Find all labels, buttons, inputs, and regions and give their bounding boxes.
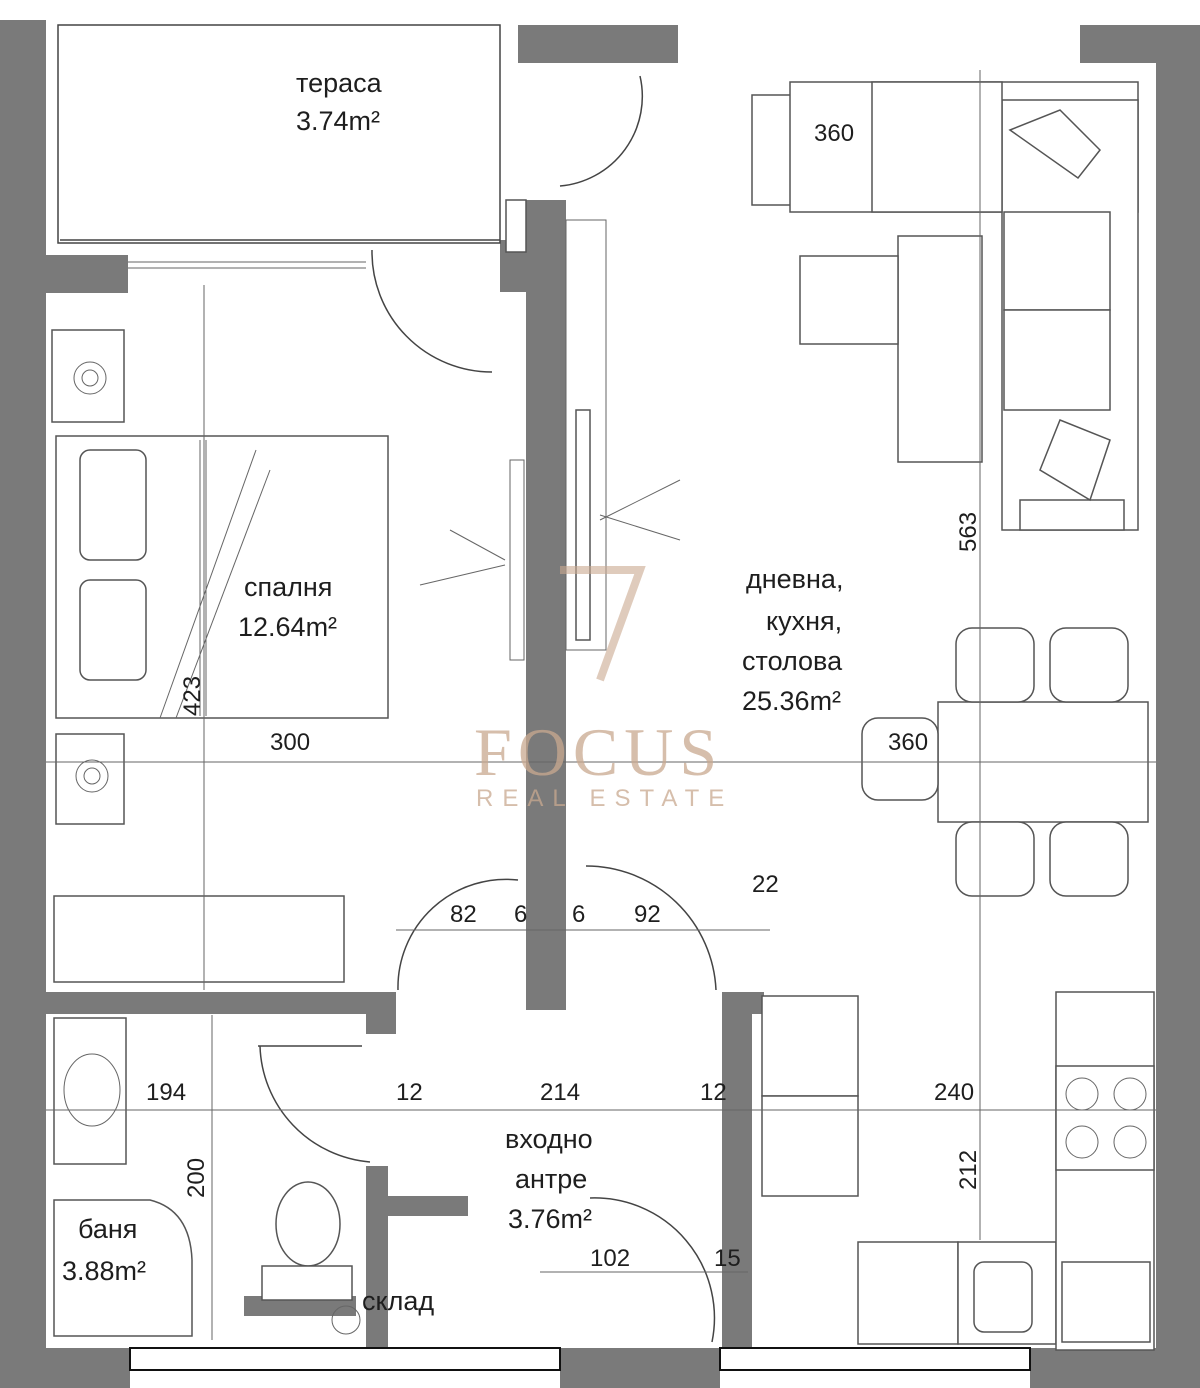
living-area: 25.36m²: [742, 686, 841, 716]
dimension-lines: [46, 70, 1156, 1340]
living-name-line1: дневна,: [746, 564, 843, 594]
dim-hall-wall-right: 12: [700, 1079, 727, 1106]
dim-bath-width: 194: [146, 1079, 186, 1106]
bedroom-name: спалня: [244, 572, 332, 602]
terrace-area: 3.74m²: [296, 106, 380, 136]
living-name-line2: кухня,: [766, 606, 842, 636]
dim-living-height: 563: [955, 512, 982, 552]
terrace: [57, 24, 527, 269]
dim-wall-right: 6: [572, 901, 585, 928]
entrance-area: 3.76m²: [508, 1204, 592, 1234]
dim-entry-door: 102: [590, 1245, 630, 1272]
dim-hall-wall-left: 12: [396, 1079, 423, 1106]
doors: [258, 75, 717, 1343]
watermark: FOCUS REAL ESTATE: [474, 566, 733, 812]
wardrobe-living: [565, 219, 607, 651]
dim-table-width: 360: [888, 729, 928, 756]
dimension-labels: 360 563 360 300 423 82 6 6 92 22 194 12 …: [146, 120, 982, 1272]
dim-bath-height: 200: [183, 1158, 210, 1198]
watermark-brand: FOCUS: [474, 714, 723, 790]
bedroom: [51, 329, 681, 983]
kitchen-units: [761, 991, 1155, 1351]
dim-wall-left: 6: [514, 901, 527, 928]
desk: [799, 235, 983, 463]
dim-wall-corner: 22: [752, 871, 779, 898]
bathroom-area: 3.88m²: [62, 1256, 146, 1286]
entrance-name-line2: антре: [515, 1164, 587, 1194]
dim-entry-wall: 15: [714, 1245, 741, 1272]
entrance-name-line1: входно: [505, 1124, 593, 1154]
bathroom-name: баня: [78, 1214, 137, 1244]
dim-door-right: 92: [634, 901, 661, 928]
terrace-name: тераса: [296, 68, 383, 98]
living-name-line3: столова: [742, 646, 843, 676]
watermark-tagline: REAL ESTATE: [476, 785, 733, 812]
bedroom-area: 12.64m²: [238, 612, 337, 642]
dim-bedroom-height: 423: [179, 676, 206, 716]
room-labels: тераса 3.74m² спалня 12.64m² дневна, кух…: [62, 68, 843, 1316]
storage-name: склад: [362, 1286, 434, 1316]
dim-door-left: 82: [450, 901, 477, 928]
corner-sofa: [751, 81, 1139, 531]
bathroom-fixtures: [53, 1017, 361, 1337]
dim-kitchen-width: 240: [934, 1079, 974, 1106]
dim-bedroom-width: 300: [270, 729, 310, 756]
dim-sofa-width: 360: [814, 120, 854, 147]
dim-hall-width: 214: [540, 1079, 580, 1106]
dim-kitchen-height: 212: [955, 1150, 982, 1190]
walls: [0, 20, 1200, 1388]
